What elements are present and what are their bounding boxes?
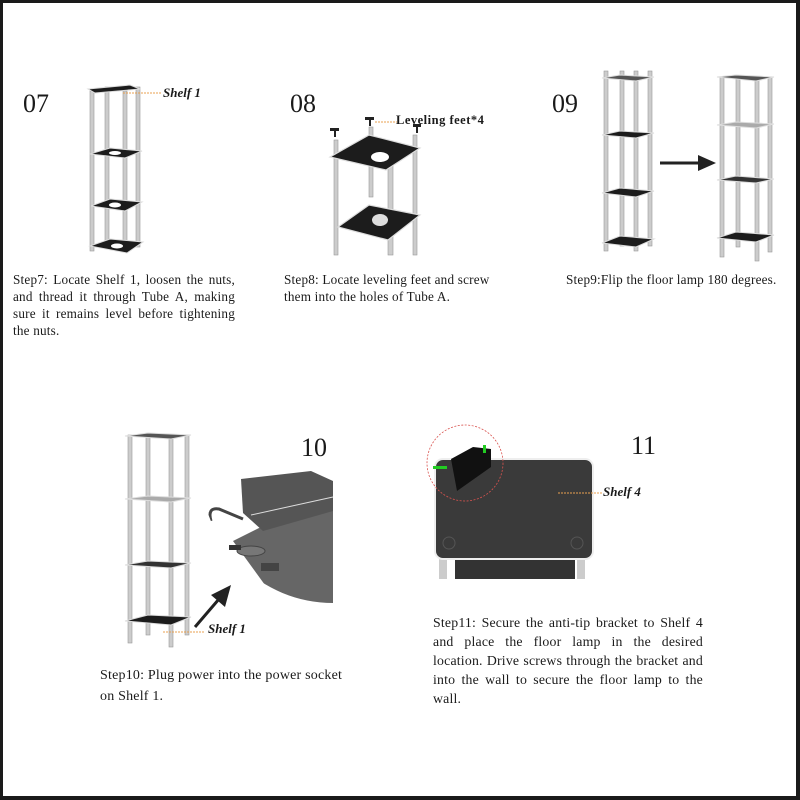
step-11-text: Step11: Secure the anti-tip bracket to S… [433, 615, 703, 706]
step-07-text: Step7: Locate Shelf 1, loosen the nuts, … [13, 272, 235, 338]
step-08-leader-line [375, 121, 397, 123]
step-07-number: 07 [23, 89, 49, 118]
step-11-illustration-shelf [426, 424, 594, 579]
step-11-number: 11 [631, 431, 657, 460]
step-09-text: Step9:Flip the floor lamp 180 degrees. [566, 272, 777, 287]
step-10-illustration-tower [124, 432, 192, 648]
instruction-page: 07 Shelf 1 Step7: Locate Shelf 1, loosen… [3, 3, 796, 796]
step-09-arrow-icon [660, 155, 716, 171]
step-10-shelf-label: Shelf 1 [208, 621, 246, 636]
step-08-number: 08 [290, 89, 316, 118]
step-09-number: 09 [552, 89, 578, 118]
step-07-leader-line [123, 92, 161, 94]
step-10-number: 10 [301, 433, 327, 462]
step-10-leader-line [163, 631, 205, 633]
step-08-feet-label: Leveling feet*4 [396, 113, 485, 127]
step-08-text: Step8: Locate leveling feet and screw th… [284, 272, 490, 304]
step-07-illustration-tower [86, 84, 145, 254]
step-08-illustration-feet [328, 117, 422, 256]
step-11-shelf-label: Shelf 4 [603, 484, 641, 499]
step-07-shelf-label: Shelf 1 [163, 85, 201, 100]
step-10-socket-closeup [203, 471, 334, 603]
step-11-leader-line [558, 492, 602, 494]
step-09-illustration-after [716, 74, 775, 262]
step-10-text: Step10: Plug power into the power socket… [100, 668, 343, 704]
step-09-illustration-before [601, 70, 656, 252]
step-10-arrow-icon [193, 585, 231, 628]
